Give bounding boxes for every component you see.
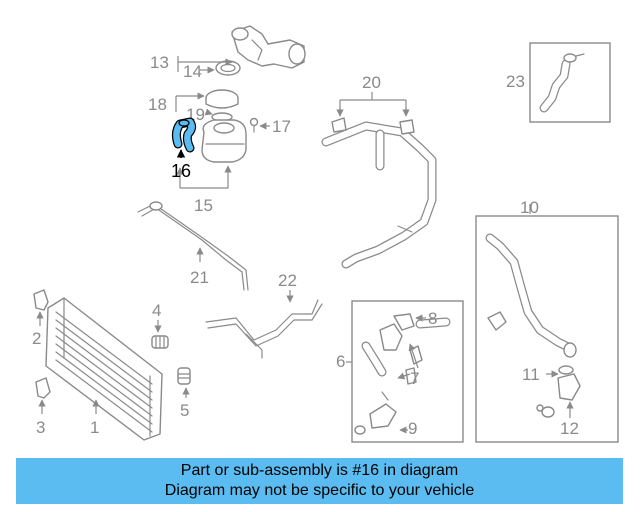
callout-1: 1 <box>90 418 99 437</box>
callout-17: 17 <box>272 117 291 136</box>
reservoir-cap <box>205 89 239 109</box>
leader-13 <box>177 56 232 72</box>
callout-8: 8 <box>428 309 437 328</box>
callout-2: 2 <box>32 329 41 348</box>
leader-19 <box>204 108 213 116</box>
callout-10: 10 <box>520 198 539 217</box>
callout-4: 4 <box>152 301 161 320</box>
caption-banner: Part or sub-assembly is #16 in diagram D… <box>16 458 623 504</box>
callout-7: 7 <box>410 369 419 388</box>
highlighted-hose <box>171 117 197 153</box>
callout-22: 22 <box>278 271 297 290</box>
caption-line-2: Diagram may not be specific to your vehi… <box>164 482 475 499</box>
coolant-pipe-21 <box>137 201 249 291</box>
callout-6: 6 <box>336 352 345 371</box>
callout-15: 15 <box>194 196 213 215</box>
part-box-23 <box>529 42 611 123</box>
bracket-3 <box>35 377 51 399</box>
part-box-6 <box>351 300 464 443</box>
callout-13: 13 <box>150 53 169 72</box>
mount-5 <box>177 367 191 385</box>
thermostat-housing <box>231 25 306 69</box>
callout-21: 21 <box>190 268 209 287</box>
callout-9: 9 <box>408 419 417 438</box>
parts-diagram: 13 14 18 1 9 15 17 16 <box>32 25 619 443</box>
hose-assembly-20 <box>321 117 437 269</box>
callout-18: 18 <box>148 95 167 114</box>
bracket-2 <box>33 289 49 311</box>
hose-group-6 <box>354 313 451 435</box>
callout-20: 20 <box>362 73 381 92</box>
callout-14: 14 <box>183 62 202 81</box>
expansion-tank <box>201 119 247 163</box>
callout-16: 16 <box>171 161 191 181</box>
mount-4 <box>151 335 169 349</box>
leader-7 <box>408 343 419 369</box>
gasket <box>215 60 241 76</box>
callout-23: 23 <box>506 72 525 91</box>
part-box-10 <box>475 215 619 443</box>
leader-18 <box>175 96 204 112</box>
radiator <box>45 297 163 441</box>
coolant-pipe-22 <box>205 299 323 359</box>
leader-20 <box>339 92 407 116</box>
callout-5: 5 <box>180 401 189 420</box>
callout-3: 3 <box>36 418 45 437</box>
bolt <box>249 117 259 133</box>
hose-10 <box>485 233 577 358</box>
hose-23 <box>539 53 585 113</box>
callout-12: 12 <box>560 419 579 438</box>
fitting-11-12 <box>536 365 581 418</box>
callout-11: 11 <box>522 365 540 384</box>
caption-line-1: Part or sub-assembly is #16 in diagram <box>180 462 459 479</box>
